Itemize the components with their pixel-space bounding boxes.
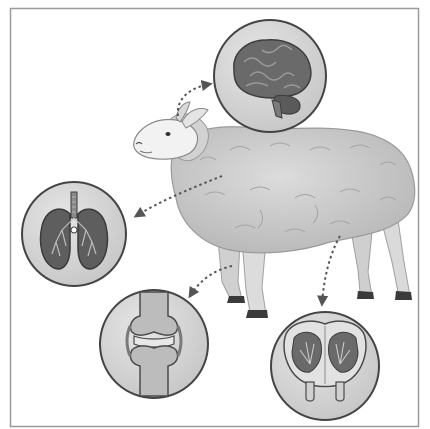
sheep-hoof: [227, 296, 245, 303]
udder-callout: [271, 312, 379, 420]
arrow-to-udder: [322, 236, 340, 304]
lungs-callout: [22, 182, 126, 286]
sheep-hoof: [357, 291, 374, 299]
sheep-illustration: [134, 102, 415, 318]
sheep-hoof: [246, 310, 268, 318]
sheep-hoof: [395, 291, 412, 300]
sheep-eye: [166, 132, 171, 136]
brain-callout: [214, 20, 326, 132]
joint-callout: [100, 290, 208, 398]
sheep-body: [171, 127, 414, 253]
